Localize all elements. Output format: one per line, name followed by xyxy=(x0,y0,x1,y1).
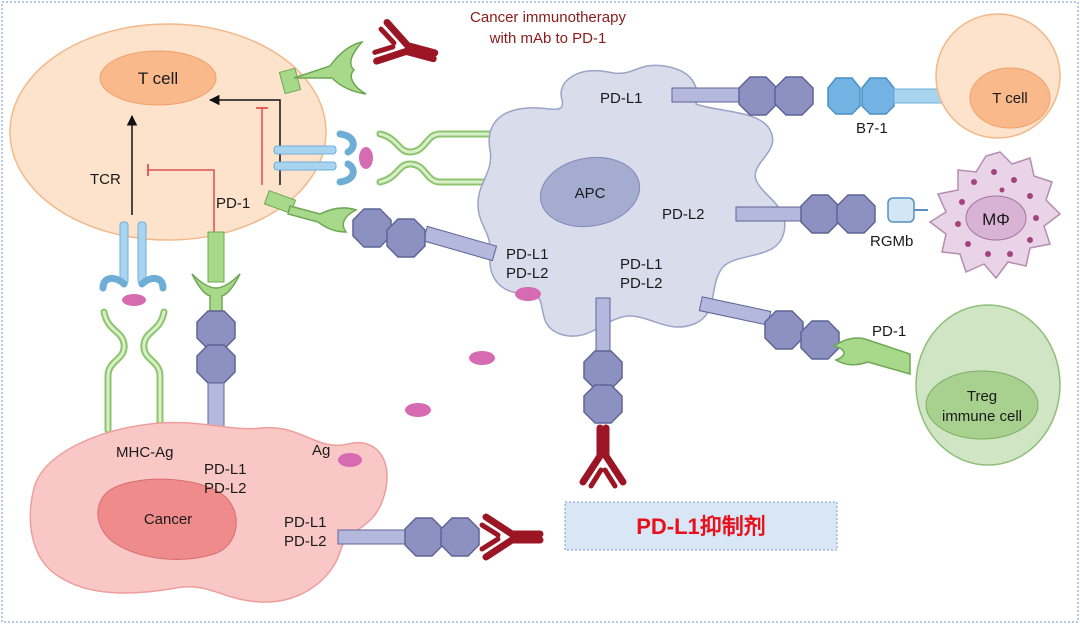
antibody-top xyxy=(373,21,439,75)
rgmb-receptor xyxy=(887,197,915,223)
apc-pdl1-top-label: PD-L1 xyxy=(600,90,643,107)
mhc-molecule-inner xyxy=(102,310,166,432)
apc-ligand-treg xyxy=(698,296,840,360)
apc-pdl1-left-label: PD-L1 xyxy=(506,246,549,263)
apc-pdl1-mid-label: PD-L1 xyxy=(620,256,663,273)
tcell-left-label: T cell xyxy=(138,69,178,88)
apc-pdl2-mid-label: PD-L2 xyxy=(620,275,663,292)
tcell-left-body xyxy=(9,23,327,241)
macrophage-label: MΦ xyxy=(982,210,1010,229)
antigen-free-2 xyxy=(405,403,431,417)
b7-1-receptor xyxy=(827,77,965,115)
apc-label: APC xyxy=(575,185,606,202)
rgmb-label: RGMb xyxy=(870,233,913,250)
mhc-horizontal-inner xyxy=(378,132,522,184)
apc-nucleus xyxy=(539,156,641,228)
cancer-ligand-right xyxy=(337,517,480,557)
inhibit-line-tcr xyxy=(148,169,215,232)
cancer-pdl2-top-label: PD-L2 xyxy=(204,480,247,497)
cancer-pdl1-top-label: PD-L1 xyxy=(204,461,247,478)
cancer-nucleus xyxy=(97,478,237,560)
pd1-treg-label: PD-1 xyxy=(872,323,906,340)
apc-pdl2-right-label: PD-L2 xyxy=(662,206,705,223)
macrophage-granules xyxy=(955,169,1039,257)
apc-ligand-left xyxy=(352,208,498,262)
treg-nucleus xyxy=(925,370,1039,440)
pd1-tcell-label: PD-1 xyxy=(216,195,250,212)
ag-label: Ag xyxy=(312,442,330,459)
tcr-horizontal xyxy=(273,130,357,186)
antigen-apc-inside xyxy=(515,287,541,301)
apc-pdl2-left-label: PD-L2 xyxy=(506,265,549,282)
tcell-left-nucleus xyxy=(99,50,217,106)
tcell-right-nucleus xyxy=(969,67,1051,129)
antibody-apc xyxy=(583,428,623,486)
cancer-pdl2-bottom-label: PD-L2 xyxy=(284,533,327,550)
b7-1-label: B7-1 xyxy=(856,120,888,137)
treg-label-line2: immune cell xyxy=(942,408,1022,425)
cancer-pdl1-bottom-label: PD-L1 xyxy=(284,514,327,531)
apc-ligand-right xyxy=(735,194,876,234)
cancer-label: Cancer xyxy=(144,511,192,528)
pd1-receptor-top xyxy=(278,40,367,95)
title-line1: Cancer immunotherapy xyxy=(470,9,626,26)
mhc-ag-label: MHC-Ag xyxy=(116,444,174,461)
antigen-free-1 xyxy=(469,351,495,365)
pd1-receptor-treg xyxy=(832,337,911,375)
tcell-right-label: T cell xyxy=(992,90,1028,107)
pd1-receptor-apc xyxy=(263,189,358,233)
tcr-receptor xyxy=(99,221,167,292)
inhibitor-label: PD-L1抑制剂 xyxy=(636,514,766,539)
antigen-cancer xyxy=(338,453,362,467)
pd1-signal-arrow xyxy=(208,94,281,185)
tcr-label: TCR xyxy=(90,171,121,188)
treg-label-line1: Treg xyxy=(967,388,997,405)
pdl-ligand-cancer-vertical xyxy=(196,310,236,440)
apc-ligand-top xyxy=(671,76,814,116)
antibody-cancer xyxy=(482,517,540,557)
inhibitor-label-box xyxy=(564,501,838,551)
antigen-apc xyxy=(359,147,373,169)
title-line2: with mAb to PD-1 xyxy=(489,30,607,47)
apc-ligand-down xyxy=(583,297,623,424)
macrophage-nucleus xyxy=(965,195,1027,241)
pd1-receptor-tcell xyxy=(191,231,241,319)
antigen-tcr xyxy=(122,294,146,306)
